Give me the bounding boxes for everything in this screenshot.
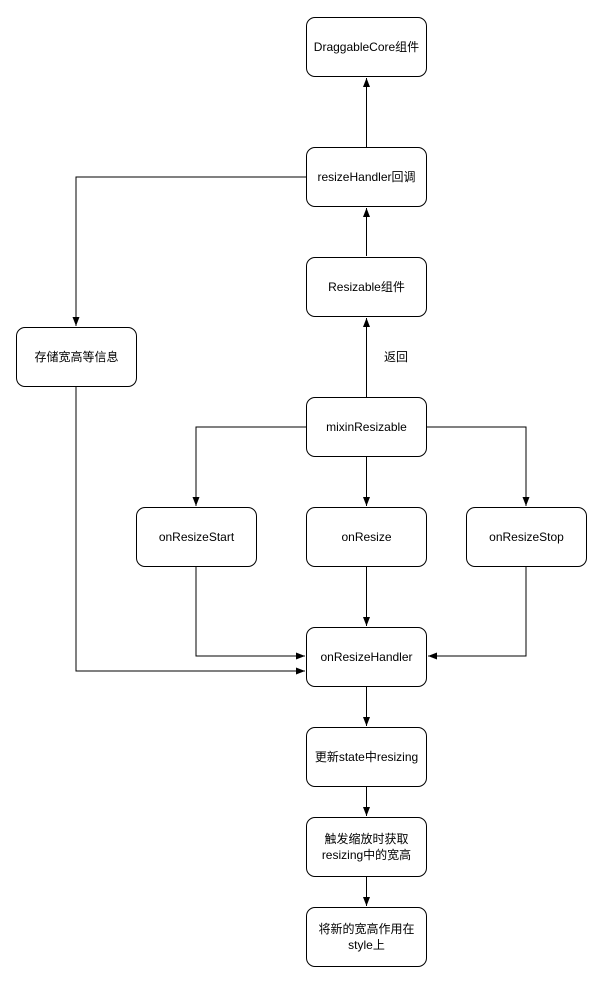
edge-callback-to-store <box>72 176 306 326</box>
node-on-resize: onResize <box>306 507 427 567</box>
edge-onresizestart-to-handler <box>195 567 305 660</box>
node-on-resize-stop: onResizeStop <box>466 507 587 567</box>
node-trigger-get: 触发缩放时获取 resizing中的宽高 <box>306 817 427 877</box>
edge-onresizestop-to-handler <box>428 567 527 660</box>
edge-mixin-to-onresizestart <box>192 426 306 506</box>
node-update-state: 更新state中resizing <box>306 727 427 787</box>
node-draggable-core: DraggableCore组件 <box>306 17 427 77</box>
node-apply-style: 将新的宽高作用在 style上 <box>306 907 427 967</box>
edge-label-return: 返回 <box>384 350 409 364</box>
node-resize-handler-callback: resizeHandler回调 <box>306 147 427 207</box>
node-store-size: 存储宽高等信息 <box>16 327 137 387</box>
edge-mixin-to-onresizestop <box>427 426 530 506</box>
edge-store-to-handler <box>75 386 305 675</box>
node-mixin-resizable: mixinResizable <box>306 397 427 457</box>
node-resizable: Resizable组件 <box>306 257 427 317</box>
node-on-resize-handler: onResizeHandler <box>306 627 427 687</box>
node-on-resize-start: onResizeStart <box>136 507 257 567</box>
